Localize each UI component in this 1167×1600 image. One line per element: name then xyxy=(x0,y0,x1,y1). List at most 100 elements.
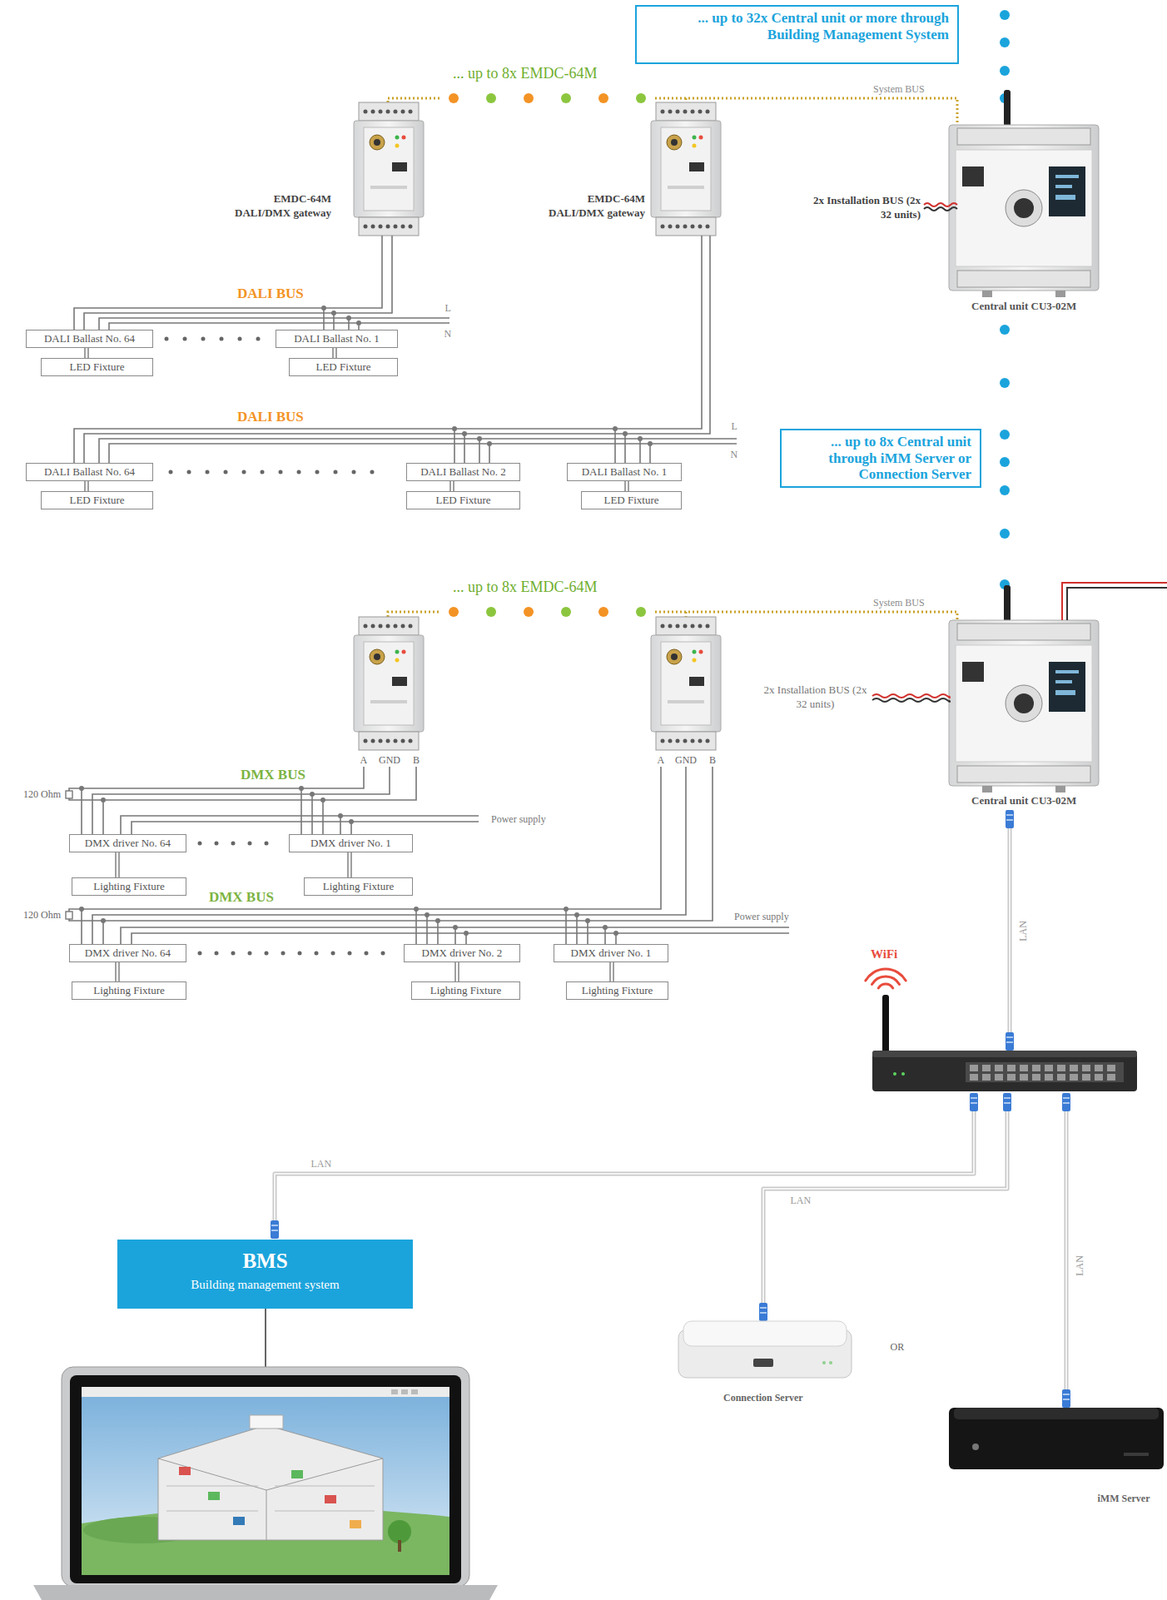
laptop-illustration xyxy=(33,1584,498,1600)
resistor-value: 120 Ohm xyxy=(23,788,61,801)
dali-bus-wire xyxy=(323,307,359,330)
dmx-bus-wire xyxy=(92,766,686,944)
pin-name: B xyxy=(412,754,420,767)
ellipsis-dots xyxy=(260,470,265,475)
junction-dot xyxy=(563,906,569,912)
ellipsis-dots xyxy=(381,951,386,956)
dali-bus-wire xyxy=(615,428,651,463)
junction-dot xyxy=(309,791,315,797)
fixture-box: LED Fixture xyxy=(288,357,398,377)
box-text: LED Fixture xyxy=(412,493,515,507)
laptop-illustration xyxy=(81,1386,450,1575)
wire-name: L xyxy=(445,302,452,315)
driver-box: DMX driver No. 64 xyxy=(69,834,187,853)
router-device xyxy=(969,1073,979,1081)
fixture-link xyxy=(610,962,614,982)
wifi-waves xyxy=(878,983,893,989)
dali-bus-wire xyxy=(454,428,490,463)
router-device xyxy=(893,1072,897,1076)
device-caption: EMDC-64M DALI/DMX gateway xyxy=(218,192,332,221)
ellipsis-dots xyxy=(264,951,269,956)
router-device xyxy=(1007,1064,1016,1072)
ellipsis-dots xyxy=(168,470,174,475)
ellipsis-dots xyxy=(281,951,286,956)
lan-plug xyxy=(1003,1092,1012,1112)
count-note: ... up to 8x EMDC-64M xyxy=(452,64,598,84)
box-text: DMX driver No. 1 xyxy=(559,946,663,960)
callout-box: ... up to 8x Central unit through iMM Se… xyxy=(779,428,982,488)
connection-server-device xyxy=(678,1320,852,1378)
router-device xyxy=(882,994,889,1053)
lan-plug xyxy=(969,1092,979,1112)
junction-dot xyxy=(602,924,608,930)
gateway-count-dots xyxy=(486,93,497,104)
lan-cable xyxy=(274,1111,974,1221)
laptop-illustration xyxy=(33,1366,498,1600)
laptop-illustration xyxy=(69,1375,462,1584)
installation-bus-wire xyxy=(872,694,950,698)
ellipsis-dots xyxy=(198,951,203,956)
junction-dot xyxy=(79,785,619,936)
driver-box: DMX driver No. 1 xyxy=(553,943,669,963)
ballast-box: DALI Ballast No. 2 xyxy=(406,462,521,482)
fixture-link xyxy=(114,852,116,878)
junction-dot xyxy=(486,441,492,447)
connection-server-device xyxy=(683,1320,847,1346)
driver-box: DMX driver No. 1 xyxy=(288,834,413,853)
alternative-note: OR xyxy=(890,1340,905,1354)
fixture-link xyxy=(350,852,352,878)
cable-name: LAN xyxy=(1072,1255,1086,1277)
box-text: ... up to 8x Central unit through iMM Se… xyxy=(789,433,972,483)
fixture-link xyxy=(609,962,611,982)
dmx-bus-wire xyxy=(69,766,713,921)
lan-plug xyxy=(1005,809,1014,829)
ellipsis-dots xyxy=(205,470,210,475)
fixture-link xyxy=(332,347,333,358)
imm-server-device xyxy=(953,1407,1159,1420)
device-caption: iMM Server xyxy=(1097,1492,1151,1505)
laptop-illustration xyxy=(397,1539,402,1552)
ellipsis-dots xyxy=(223,470,229,475)
installation-bus-wire xyxy=(923,207,958,211)
gateway-count-dots xyxy=(523,606,534,617)
ellipsis-dots xyxy=(370,470,375,475)
connection-server-device xyxy=(829,1360,833,1365)
ellipsis-dots xyxy=(347,951,353,956)
lan-cable xyxy=(763,1111,1008,1303)
bus-continuation-dots xyxy=(999,485,1010,496)
junction-dot xyxy=(348,819,354,825)
junction-dot xyxy=(637,436,643,442)
ellipsis-dots xyxy=(264,841,269,846)
box-subtext: Building management system xyxy=(124,1277,407,1292)
bms-link-line xyxy=(264,1308,267,1367)
junction-dot xyxy=(647,441,653,447)
box-text: ... up to 32x Central unit or more throu… xyxy=(686,9,949,43)
dali-bus-wire xyxy=(74,235,383,330)
fixture-box: LED Fixture xyxy=(581,491,682,510)
wire-name: Power supply xyxy=(734,910,790,924)
router-device xyxy=(1082,1064,1091,1072)
router-device xyxy=(872,1050,1138,1092)
junction-dot xyxy=(356,320,362,326)
system-bus-line xyxy=(685,611,688,617)
junction-dot xyxy=(79,906,85,912)
fixture-box: Lighting Fixture xyxy=(566,981,669,1000)
laptop-illustration xyxy=(401,1389,408,1395)
fixture-box: Lighting Fixture xyxy=(411,981,521,1000)
installation-bus-wire xyxy=(923,203,958,207)
ellipsis-dots xyxy=(278,470,284,475)
box-text: LED Fixture xyxy=(586,493,676,507)
dmx-bus-wire xyxy=(81,788,104,835)
junction-dot xyxy=(331,310,337,316)
junction-dot xyxy=(612,426,618,432)
gateway-count-dots xyxy=(561,93,572,104)
bus-name: DALI BUS xyxy=(237,407,304,426)
junction-dot xyxy=(321,305,327,311)
dmx-bus-wire xyxy=(301,788,352,835)
ellipsis-dots xyxy=(242,470,247,475)
box-text: DALI Ballast No. 1 xyxy=(281,332,393,346)
fixture-link xyxy=(452,481,454,492)
dmx-bus-wire xyxy=(416,908,467,944)
pin-name: GND xyxy=(378,754,401,767)
dmx-bus-wire xyxy=(131,821,479,835)
